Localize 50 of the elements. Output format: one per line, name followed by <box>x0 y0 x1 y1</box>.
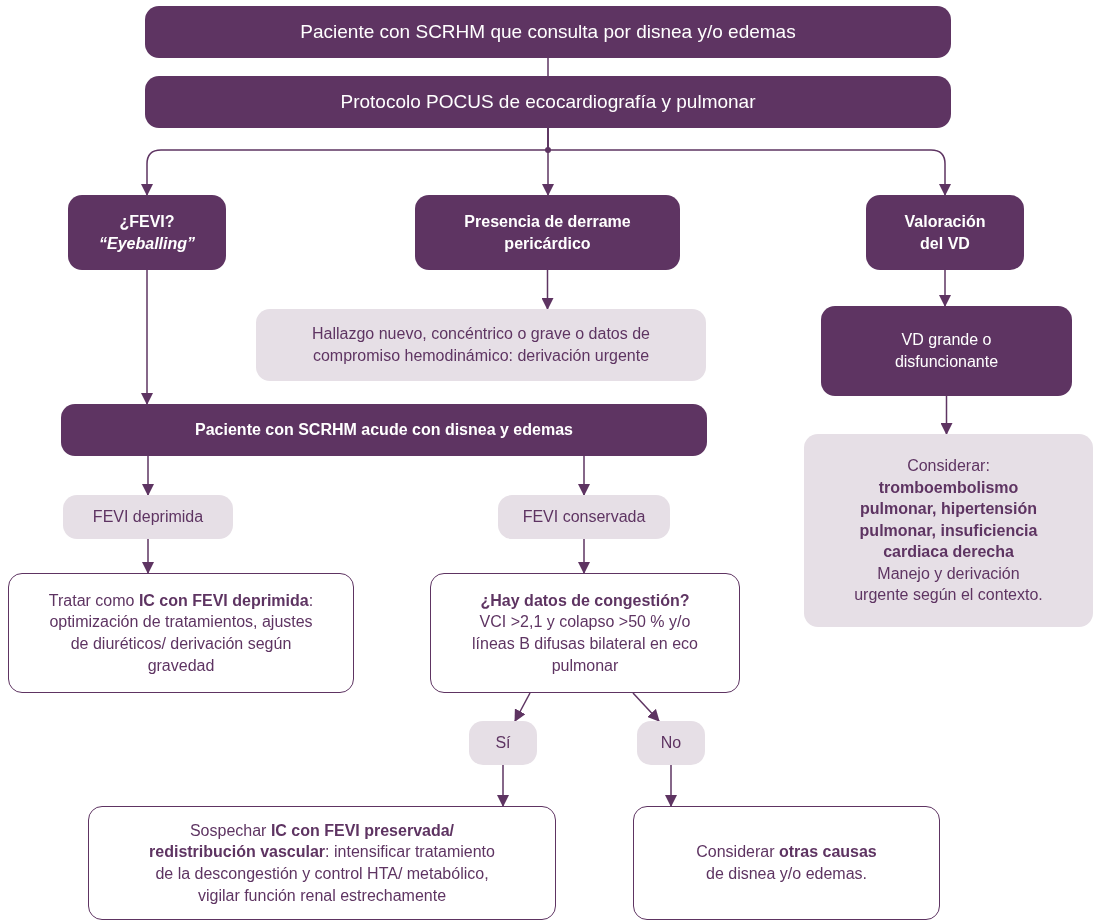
node-text: Sí <box>495 733 511 754</box>
arrow <box>578 538 590 574</box>
node-text: No <box>660 733 682 754</box>
node-text: VD grande o disfuncionante <box>893 330 1000 372</box>
arrow <box>665 764 677 807</box>
note-box <box>256 309 706 381</box>
node-text: Tratar como IC con FEVI deprimida: optimización de tratamientos, ajustes de diuréticos/ derivación según gravedad <box>47 590 315 676</box>
process-box <box>145 6 951 58</box>
node-text: FEVI conservada <box>522 507 646 528</box>
node-text: Considerar: <box>907 455 990 476</box>
process-box <box>821 306 1072 396</box>
node-text: Presencia de derrame pericárdico <box>463 211 632 254</box>
node-text: Paciente con SCRHM acude con disnea y edemas <box>195 420 573 441</box>
node-text: Valoración del VD <box>903 211 987 254</box>
process-box <box>145 76 951 128</box>
node-text: VCI >2,1 y colapso >50 % y/o líneas B difusas bilateral en eco pulmonar <box>471 612 699 676</box>
node-text: Manejo y derivación urgente según el contexto. <box>853 563 1044 606</box>
note-box <box>63 495 233 539</box>
node-text: Considerar otras causas de disnea y/o edemas. <box>695 842 878 884</box>
node-text: ¿FEVI? “Eyeballing” <box>98 211 196 254</box>
arrow <box>141 269 153 405</box>
arrow <box>142 538 154 574</box>
process-box <box>68 195 226 270</box>
process-box <box>61 404 707 456</box>
arrow <box>497 764 509 807</box>
node-text: Hallazgo nuevo, concéntrico o grave o datos de compromiso hemodinámico: derivación urgente <box>311 324 651 366</box>
node-text: tromboembolismo pulmonar, hipertensión pulmonar, insuficiencia cardiaca derecha <box>858 477 1039 563</box>
process-box <box>415 195 680 270</box>
arrow <box>632 692 660 722</box>
outcome-box <box>430 573 740 693</box>
node-text: Paciente con SCRHM que consulta por disnea y/o edemas <box>300 20 796 45</box>
outcome-box <box>633 806 940 920</box>
process-box <box>866 195 1024 270</box>
arrow <box>547 127 951 196</box>
node-text: FEVI deprimida <box>92 507 204 528</box>
node-text: ¿Hay datos de congestión? <box>480 590 690 611</box>
note-box <box>804 434 1093 627</box>
outcome-box <box>88 806 556 920</box>
node-text: Sospechar IC con FEVI preservada/ redistribución vascular: intensificar tratamiento de la descongestión y control HTA/ metabólico, vigilar función renal estrechamente <box>148 820 496 906</box>
arrow <box>541 269 554 310</box>
arrow <box>940 395 953 435</box>
note-box <box>637 721 705 765</box>
arrow <box>514 692 531 722</box>
outcome-box <box>8 573 354 693</box>
note-box <box>469 721 537 765</box>
note-box <box>498 495 670 539</box>
arrow <box>939 269 951 307</box>
arrow <box>578 455 590 496</box>
node-text: Protocolo POCUS de ecocardiografía y pulmonar <box>340 90 756 115</box>
arrow <box>142 455 154 496</box>
